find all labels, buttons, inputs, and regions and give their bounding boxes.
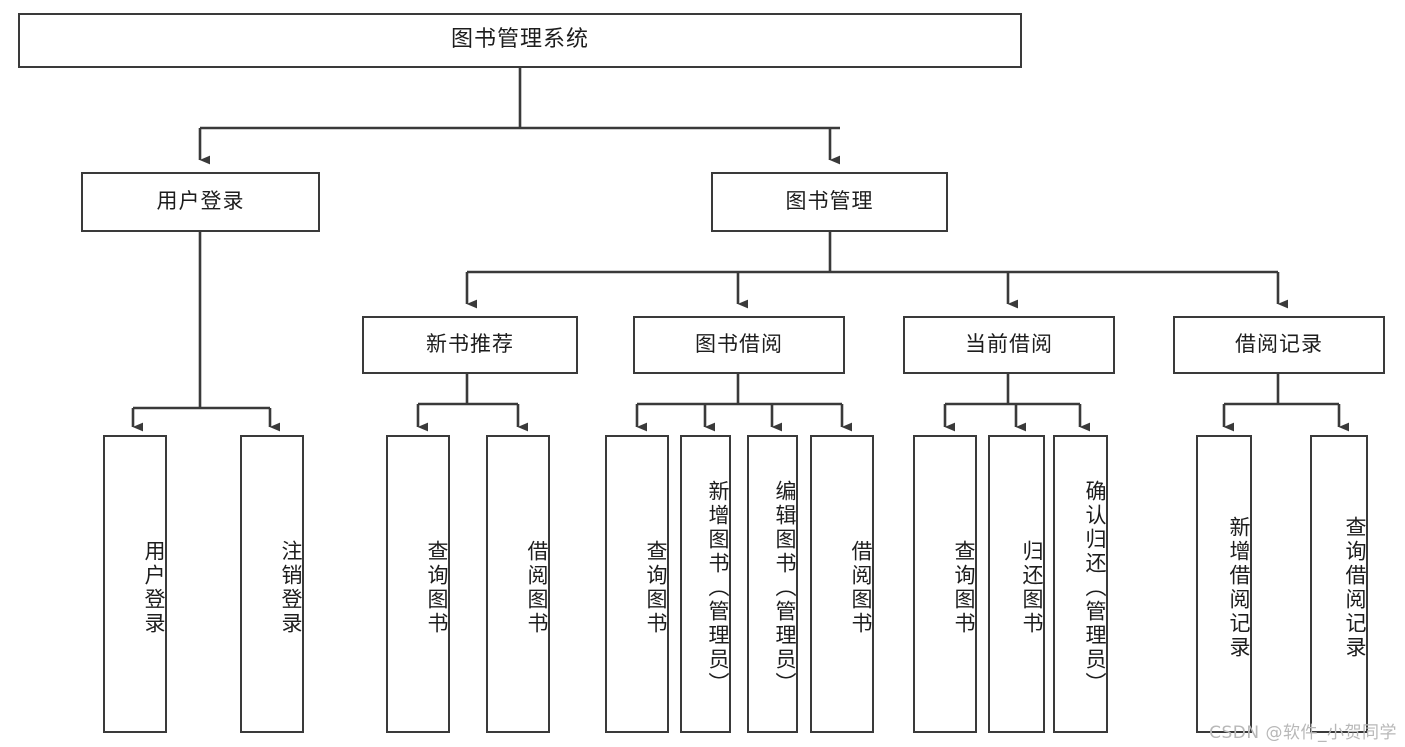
node-book-manage[interactable]: 图书管理 <box>711 172 948 232</box>
leaf-book-borrow-1-label: 查询图书 <box>644 540 668 636</box>
leaf-borrow-record-2-label: 查询借阅记录 <box>1343 516 1367 660</box>
leaf-new-book-1-label: 查询图书 <box>425 540 449 636</box>
node-user-login[interactable]: 用户登录 <box>81 172 320 232</box>
watermark: CSDN @软件_小贺同学 <box>1209 723 1397 743</box>
node-user-login-label: 用户登录 <box>156 189 245 214</box>
leaf-user-login-2[interactable]: 注销登录 <box>240 435 304 733</box>
leaf-user-login-1-label: 用户登录 <box>142 540 166 636</box>
leaf-book-borrow-4-label: 借阅图书 <box>849 540 873 636</box>
leaf-new-book-2-label: 借阅图书 <box>525 540 549 636</box>
leaf-book-borrow-4[interactable]: 借阅图书 <box>810 435 874 733</box>
leaf-current-borrow-3[interactable]: 确认归还（管理员） <box>1053 435 1108 733</box>
leaf-new-book-2[interactable]: 借阅图书 <box>486 435 550 733</box>
leaf-book-borrow-3[interactable]: 编辑图书（管理员） <box>747 435 798 733</box>
leaf-current-borrow-3-label: 确认归还（管理员） <box>1083 480 1107 696</box>
node-root[interactable]: 图书管理系统 <box>18 13 1022 68</box>
node-borrow-record[interactable]: 借阅记录 <box>1173 316 1385 374</box>
leaf-new-book-1[interactable]: 查询图书 <box>386 435 450 733</box>
leaf-current-borrow-2[interactable]: 归还图书 <box>988 435 1045 733</box>
leaf-current-borrow-2-label: 归还图书 <box>1020 540 1044 636</box>
node-current-borrow-label: 当前借阅 <box>965 332 1053 357</box>
leaf-current-borrow-1[interactable]: 查询图书 <box>913 435 977 733</box>
leaf-book-borrow-1[interactable]: 查询图书 <box>605 435 669 733</box>
node-new-book-recommend[interactable]: 新书推荐 <box>362 316 578 374</box>
leaf-book-borrow-2[interactable]: 新增图书（管理员） <box>680 435 731 733</box>
node-current-borrow[interactable]: 当前借阅 <box>903 316 1115 374</box>
node-book-borrow[interactable]: 图书借阅 <box>633 316 845 374</box>
node-book-borrow-label: 图书借阅 <box>695 332 783 357</box>
leaf-borrow-record-1[interactable]: 新增借阅记录 <box>1196 435 1252 733</box>
leaf-user-login-1[interactable]: 用户登录 <box>103 435 167 733</box>
node-root-label: 图书管理系统 <box>450 27 589 53</box>
leaf-book-borrow-2-label: 新增图书（管理员） <box>706 480 730 696</box>
leaf-borrow-record-1-label: 新增借阅记录 <box>1227 516 1251 660</box>
leaf-user-login-2-label: 注销登录 <box>279 540 303 636</box>
node-new-book-recommend-label: 新书推荐 <box>426 332 514 357</box>
leaf-borrow-record-2[interactable]: 查询借阅记录 <box>1310 435 1368 733</box>
node-book-manage-label: 图书管理 <box>785 189 874 214</box>
node-borrow-record-label: 借阅记录 <box>1235 332 1323 357</box>
leaf-book-borrow-3-label: 编辑图书（管理员） <box>773 480 797 696</box>
leaf-current-borrow-1-label: 查询图书 <box>952 540 976 636</box>
